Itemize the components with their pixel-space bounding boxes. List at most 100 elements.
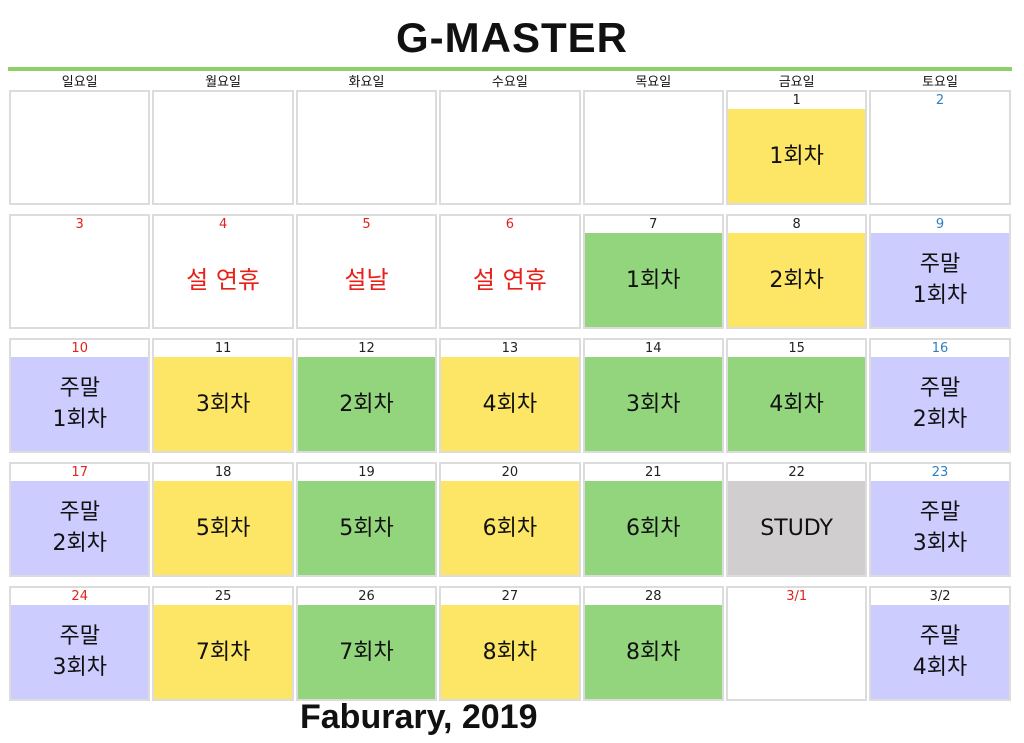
holiday-label: 설 연휴 [472, 265, 547, 294]
weekday-label-fri: 금요일 [778, 75, 815, 90]
session-label: 5회차 [154, 481, 292, 575]
day-number: 12 [358, 341, 375, 356]
day-number: 14 [644, 341, 662, 356]
day-cell-border [152, 90, 294, 205]
day-number: 13 [501, 341, 519, 356]
session-label: 1회차 [727, 109, 866, 203]
weekday-label-mon: 월요일 [205, 75, 242, 90]
day-cell-border [9, 90, 151, 205]
session-label: 7회차 [154, 605, 292, 699]
calendar-day-cell[interactable]: 3/1 [725, 585, 868, 701]
title-divider [8, 67, 1012, 71]
calendar-day-cell[interactable] [151, 89, 294, 205]
calendar-title: G-MASTER [396, 14, 628, 61]
weekday-label-sat: 토요일 [922, 75, 958, 90]
holiday-label: 설 연휴 [186, 265, 261, 294]
day-number: 22 [788, 465, 805, 480]
day-number: 11 [214, 341, 232, 356]
session-label: 1회차 [584, 233, 722, 327]
session-label: 8회차 [441, 605, 579, 699]
session-label: 6회차 [441, 481, 579, 575]
day-number: 4 [218, 217, 228, 232]
calendar-day-cell[interactable]: 2 [868, 89, 1011, 205]
day-number: 24 [71, 589, 88, 604]
session-label: 주말 2회차 [11, 481, 149, 575]
weekday-label-tue: 화요일 [348, 75, 385, 90]
session-label: 3회차 [584, 357, 722, 451]
day-number: 9 [935, 217, 945, 232]
day-number: 26 [358, 589, 375, 604]
session-label: 주말 1회차 [871, 233, 1009, 327]
month-year-caption: Faburary, 2019 [300, 698, 538, 736]
session-label: 2회차 [727, 233, 866, 327]
day-number: 16 [931, 341, 949, 356]
weekday-header-row: 일요일 월요일 화요일 수요일 목요일 금요일 토요일 [8, 71, 1012, 90]
day-cell-border [152, 214, 294, 329]
day-number: 1 [792, 93, 801, 108]
day-number: 3 [75, 217, 84, 232]
session-label: 주말 3회차 [871, 481, 1009, 575]
day-cell-border [582, 90, 724, 205]
calendar-day-cell[interactable] [295, 89, 438, 205]
day-number: 15 [788, 341, 805, 356]
session-label: 4회차 [441, 357, 579, 451]
calendar-day-cell[interactable]: 3 [8, 213, 151, 329]
session-label: 7회차 [297, 605, 436, 699]
day-cell-border [295, 214, 438, 329]
day-cell-border [439, 214, 581, 329]
session-label: 주말 1회차 [11, 357, 149, 451]
session-label: 2회차 [297, 357, 436, 451]
day-number: 7 [649, 217, 658, 232]
calendar-day-cell[interactable] [8, 89, 151, 205]
day-cell-border [869, 90, 1011, 205]
calendar-day-cell[interactable]: 4 설 연휴 [151, 213, 294, 329]
weekday-label-wed: 수요일 [491, 75, 528, 90]
day-number: 5 [362, 217, 371, 232]
day-cell-border [9, 214, 151, 329]
session-label: 주말 3회차 [11, 605, 149, 699]
calendar-day-cell[interactable] [582, 89, 725, 205]
session-label: 8회차 [584, 605, 722, 699]
session-label: STUDY [727, 481, 866, 575]
day-number: 21 [644, 465, 662, 480]
day-number: 8 [792, 217, 801, 232]
day-cell-border [725, 586, 868, 701]
calendar-day-cell[interactable] [438, 89, 581, 205]
day-number: 23 [931, 465, 949, 480]
day-number: 3/1 [786, 589, 808, 604]
holiday-label: 설날 [344, 265, 389, 294]
session-label: 6회차 [584, 481, 722, 575]
day-number: 10 [71, 341, 88, 356]
day-number: 3/2 [929, 589, 951, 604]
calendar-day-cell[interactable]: 5 설날 [295, 213, 438, 329]
day-number: 17 [71, 465, 88, 480]
